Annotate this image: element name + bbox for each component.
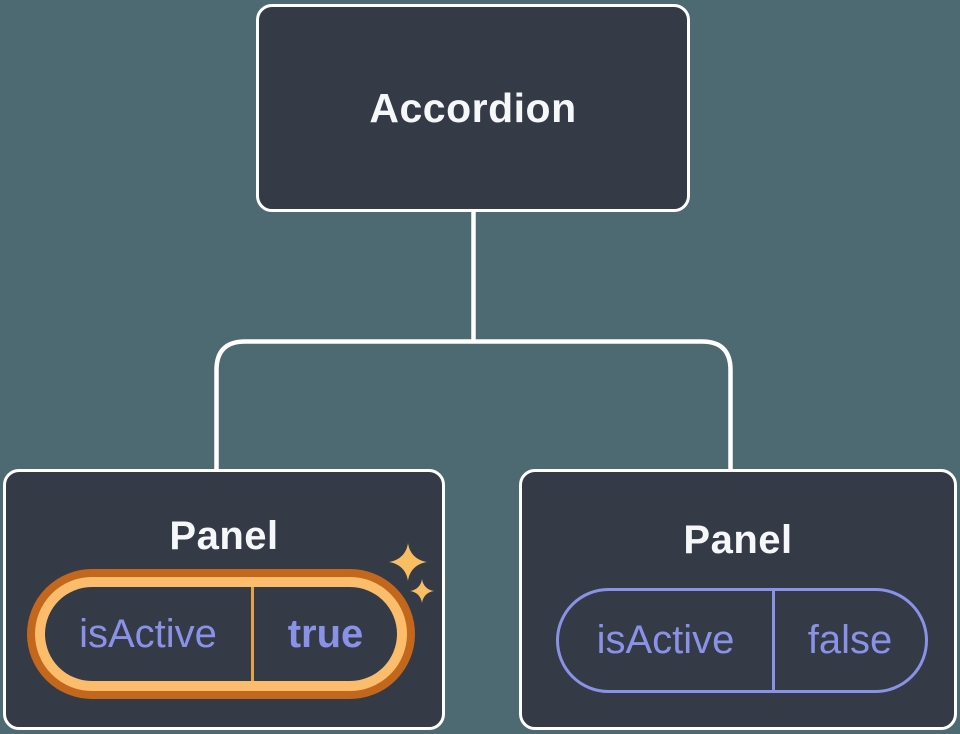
prop-value-cell: false [807,618,893,662]
panel-title: Panel [169,514,279,558]
prop-pill-inactive: isActive false [556,588,928,693]
prop-pill-active-highlight: isActive true [27,569,415,699]
sparkle-icon [410,579,434,603]
connector-branch [214,339,733,471]
prop-value-cell: true [287,611,364,656]
root-node-label: Accordion [369,84,577,131]
panel-node-active: Panel isActive true [3,469,445,730]
panel-title: Panel [683,518,793,562]
sparkle-icon [389,543,427,581]
panel-node-inactive: Panel isActive false [519,469,957,730]
root-node-accordion: Accordion [256,4,690,212]
prop-name-cell: isActive [596,618,735,662]
pill-divider [772,591,775,690]
pill-divider [251,587,254,681]
prop-name-cell: isActive [79,611,217,656]
prop-pill-active: isActive true [45,587,397,681]
